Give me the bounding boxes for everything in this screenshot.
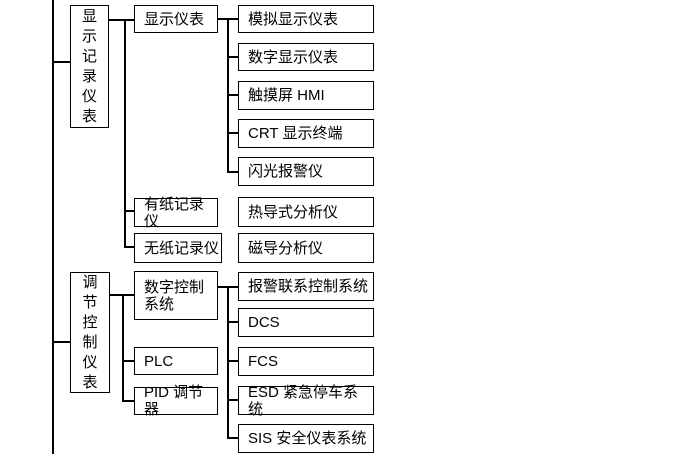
connector-to-plc xyxy=(122,360,134,362)
connector-to-paperless-recorder xyxy=(124,246,134,248)
node-label: SIS 安全仪表系统 xyxy=(248,430,367,447)
trunk-control-branches xyxy=(122,294,124,402)
trunk-display-branches xyxy=(124,19,126,248)
connector-to-digital-display xyxy=(227,56,238,58)
node-label: 磁导分析仪 xyxy=(248,239,324,257)
node-label: 模拟显示仪表 xyxy=(248,10,339,28)
node-label: 调节控制仪表 xyxy=(82,273,98,391)
node-label: ESD 紧急停车系统 xyxy=(248,383,359,418)
connector-spine-to-control-root xyxy=(52,341,70,343)
connector-to-pid xyxy=(122,400,134,402)
connector-display-root-to-display-instruments xyxy=(109,19,134,21)
node-esd: ESD 紧急停车系统 xyxy=(238,383,374,418)
node-magnetic-analyzer: 磁导分析仪 xyxy=(238,233,374,263)
connector-to-flash-alarm xyxy=(227,171,238,173)
node-dcs: DCS xyxy=(238,308,374,337)
connector-to-sis xyxy=(227,437,238,439)
connector-to-esd xyxy=(227,399,238,401)
node-analog-display: 模拟显示仪表 xyxy=(238,5,374,33)
node-label: 无纸记录仪 xyxy=(144,239,220,257)
node-pid-controller: PID 调节器 xyxy=(134,384,218,418)
node-display-instruments: 显示仪表 xyxy=(134,5,218,33)
node-label: 显示记录仪表 xyxy=(81,7,97,125)
node-label: 闪光报警仪 xyxy=(248,163,324,180)
node-label: 显示仪表 xyxy=(144,10,205,28)
node-control-root: 调节控制仪表 xyxy=(70,272,110,393)
node-label: 触摸屏 HMI xyxy=(248,87,325,104)
connector-to-dcs xyxy=(227,321,238,323)
node-digital-control-system: 数字控制系统 xyxy=(134,271,218,320)
node-plc: PLC xyxy=(134,347,218,375)
trunk-control-children xyxy=(227,286,229,439)
node-label: DCS xyxy=(248,314,280,331)
node-flash-alarm: 闪光报警仪 xyxy=(238,157,374,186)
node-crt-terminal: CRT 显示终端 xyxy=(238,119,374,148)
node-label: 数字显示仪表 xyxy=(248,48,339,66)
connector-to-touchscreen-hmi xyxy=(227,94,238,96)
node-label: 报警联系控制系统 xyxy=(248,278,369,295)
node-digital-display: 数字显示仪表 xyxy=(238,43,374,71)
node-alarm-control-system: 报警联系控制系统 xyxy=(238,272,374,301)
node-label: PID 调节器 xyxy=(144,384,204,418)
connector-spine-to-display-root xyxy=(52,61,70,63)
connector-to-fcs xyxy=(227,360,238,362)
node-label: 热导式分析仪 xyxy=(248,203,339,221)
node-fcs: FCS xyxy=(238,347,374,376)
node-label: CRT 显示终端 xyxy=(248,125,343,142)
node-label: PLC xyxy=(144,352,174,370)
connector-to-crt-terminal xyxy=(227,132,238,134)
node-display-recording-root: 显示记录仪表 xyxy=(70,5,109,128)
node-paper-recorder: 有纸记录仪 xyxy=(134,195,218,230)
node-paperless-recorder: 无纸记录仪 xyxy=(134,233,222,263)
node-label: 数字控制系统 xyxy=(144,278,205,313)
node-touchscreen-hmi: 触摸屏 HMI xyxy=(238,81,374,110)
spine-line xyxy=(52,0,54,454)
node-label: FCS xyxy=(248,353,278,370)
node-sis: SIS 安全仪表系统 xyxy=(238,424,374,453)
node-label: 有纸记录仪 xyxy=(144,195,205,230)
connector-to-paper-recorder xyxy=(124,210,134,212)
node-thermal-analyzer: 热导式分析仪 xyxy=(238,197,374,227)
